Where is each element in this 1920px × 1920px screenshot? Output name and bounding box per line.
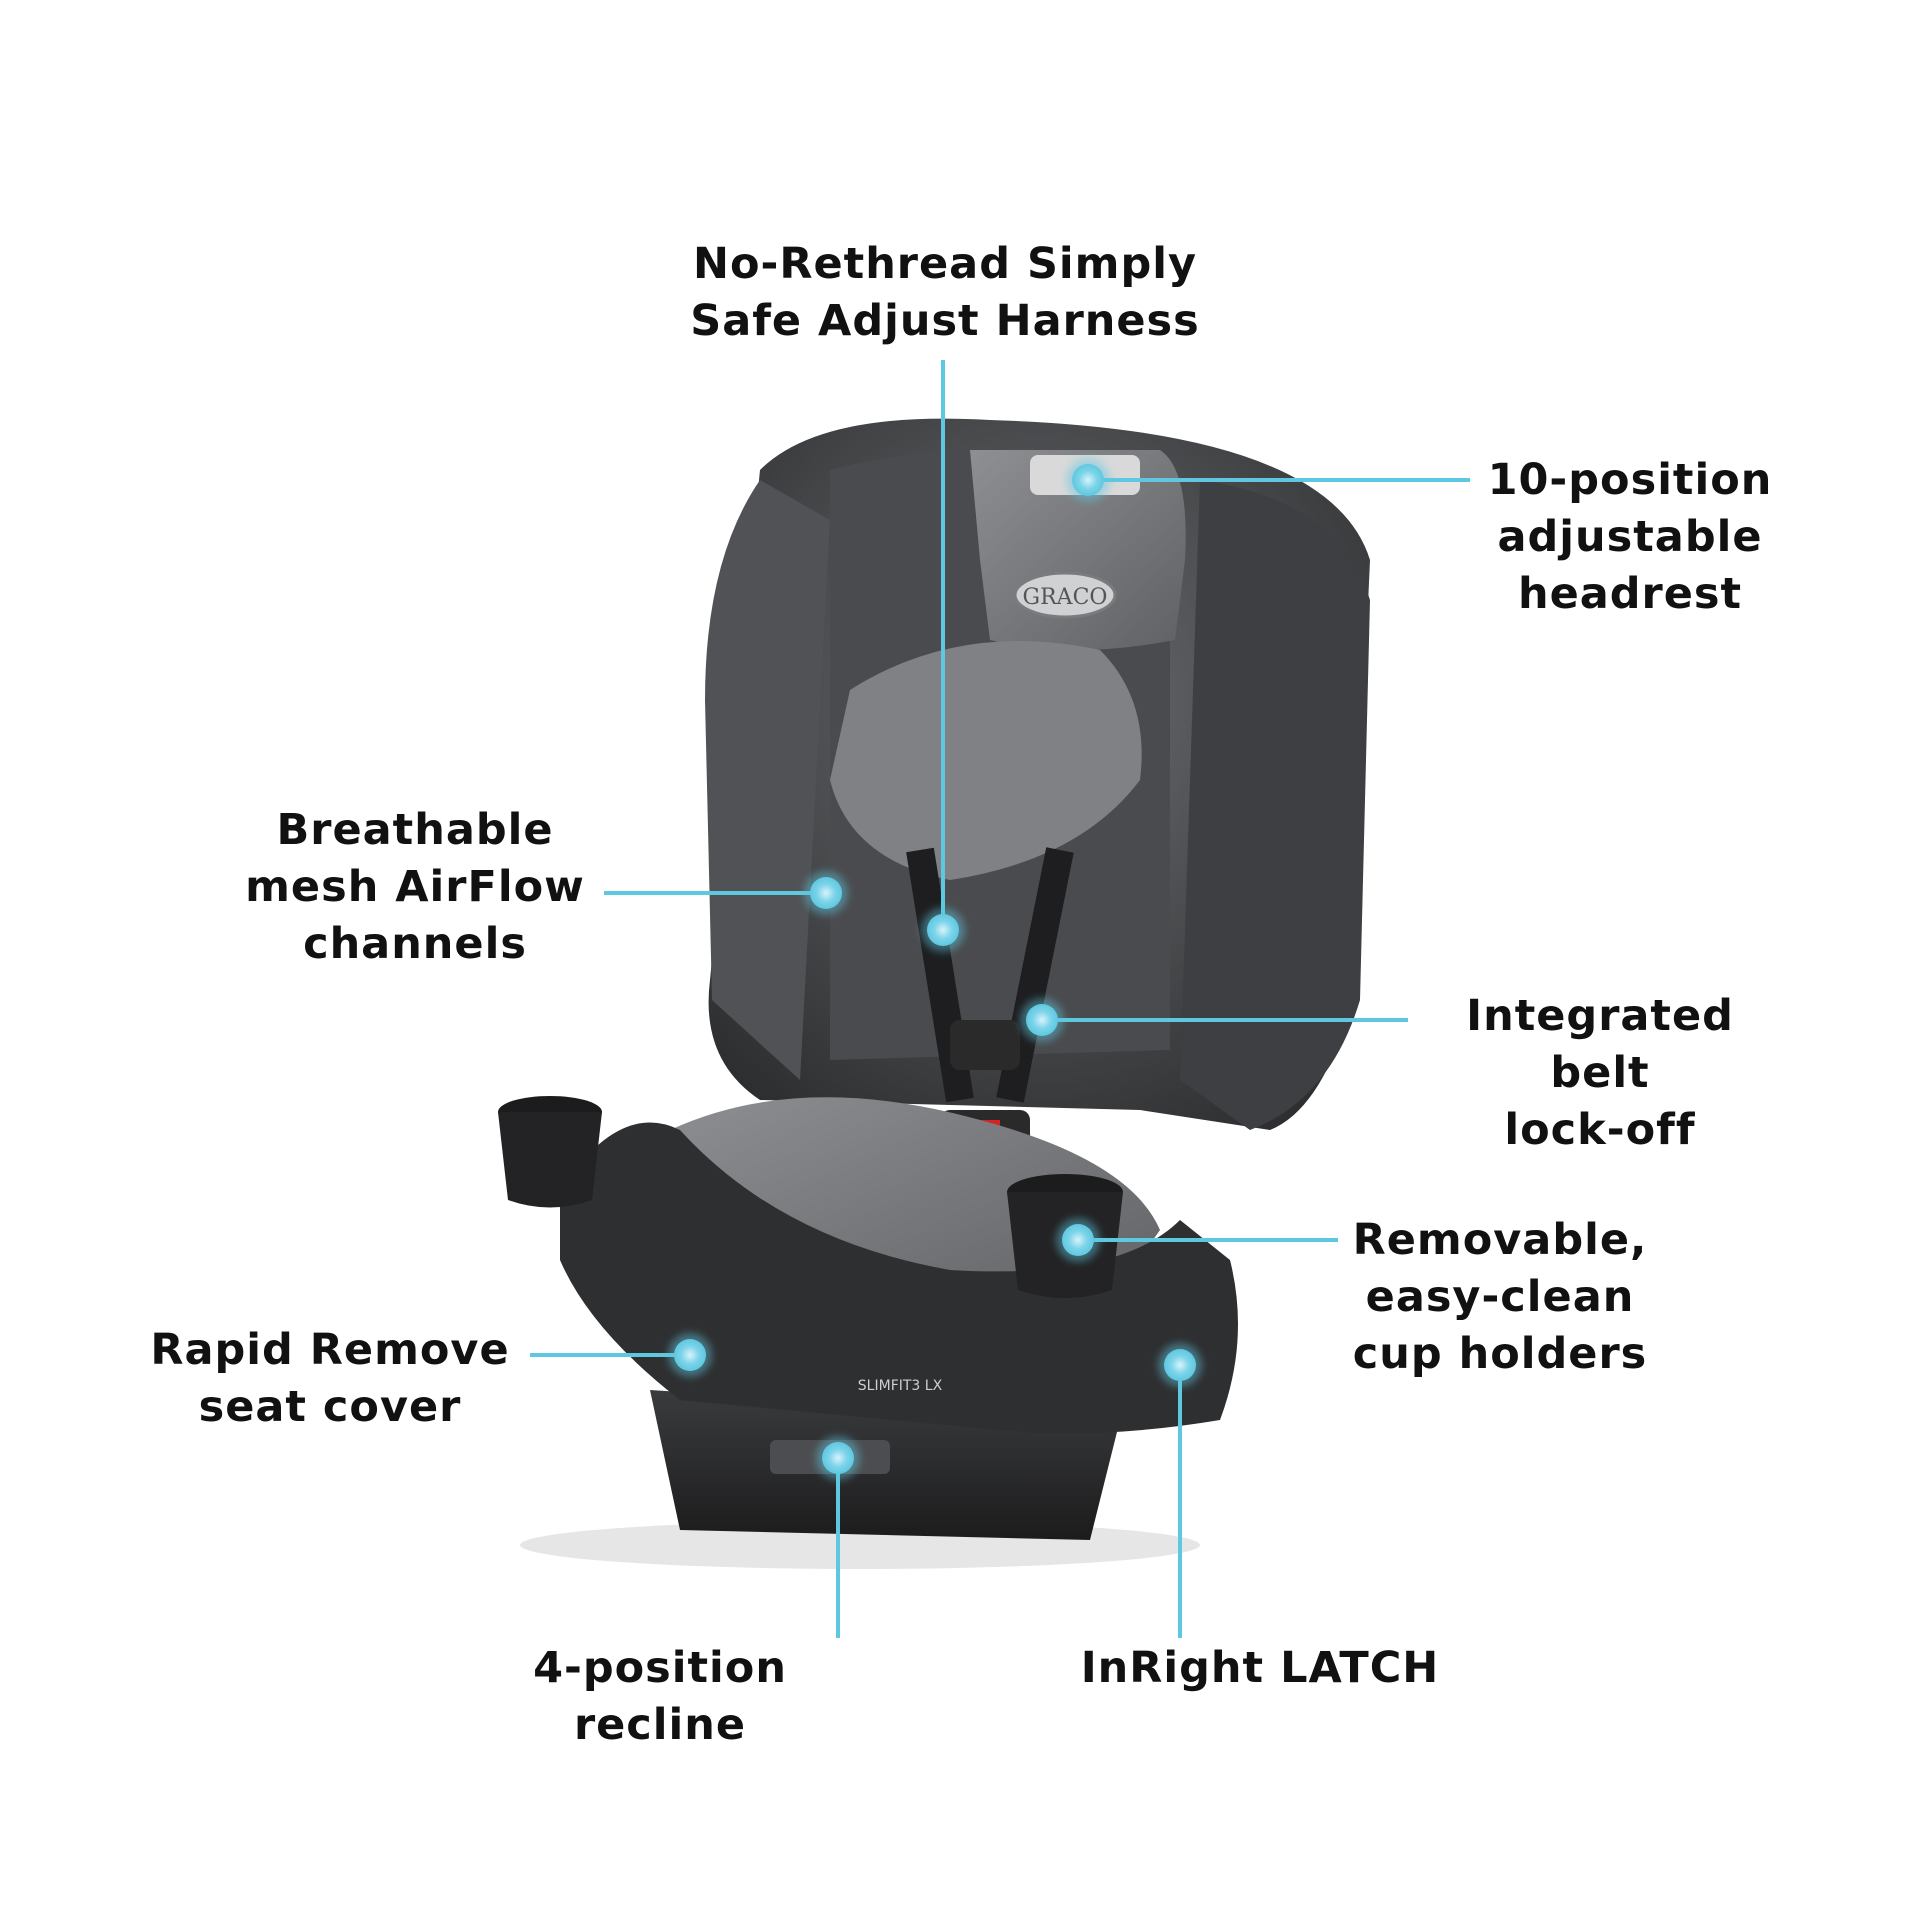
callout-latch-line-1: InRight LATCH — [1080, 1643, 1440, 1693]
callout-dots — [668, 458, 1202, 1480]
seat-left-wing — [705, 480, 830, 1080]
callout-lockoff-line-2: lock-off — [1504, 1105, 1696, 1155]
body-pillow — [830, 641, 1142, 880]
callout-headrest-line-3: headrest — [1517, 569, 1743, 619]
callout-dot-airflow — [804, 871, 848, 915]
callout-lines — [530, 360, 1470, 1638]
callout-cupholders-line-1: Removable, — [1352, 1215, 1648, 1265]
callout-dot-seatcover — [668, 1333, 712, 1377]
callout-seatcover-line-2: seat cover — [198, 1382, 462, 1432]
callout-dot-harness — [921, 908, 965, 952]
callout-dot-recline — [816, 1436, 860, 1480]
callout-harness-line-2: Safe Adjust Harness — [690, 296, 1200, 346]
brand-badge — [1013, 571, 1117, 619]
callout-harness-line-1: No-Rethread Simply — [692, 239, 1198, 289]
callout-cupholders: Removable, easy-clean cup holders — [1340, 1212, 1660, 1383]
callout-recline: 4-position recline — [440, 1640, 880, 1754]
callout-dot-cupholders — [1056, 1218, 1100, 1262]
callout-latch: InRight LATCH — [1080, 1640, 1440, 1697]
callout-seatcover-line-1: Rapid Remove — [150, 1325, 510, 1375]
seat-front-shell — [560, 1122, 1238, 1434]
callout-headrest-line-1: 10-position — [1487, 455, 1773, 505]
callout-harness: No-Rethread Simply Safe Adjust Harness — [640, 236, 1250, 350]
callout-headrest-line-2: adjustable — [1497, 512, 1763, 562]
svg-text:SLIMFIT3 LX: SLIMFIT3 LX — [858, 1378, 943, 1394]
callout-lockoff-line-1: Integrated belt — [1466, 991, 1734, 1098]
callout-recline-line-1: 4-position recline — [533, 1643, 787, 1750]
seat-right-wing — [1180, 480, 1370, 1130]
callout-airflow-line-1: Breathable — [276, 805, 554, 855]
cup-holder-left — [498, 1096, 602, 1208]
callout-airflow-line-2: mesh AirFlow — [245, 862, 585, 912]
callout-dot-lockoff — [1020, 998, 1064, 1042]
callout-cupholders-line-3: cup holders — [1352, 1329, 1648, 1379]
callout-cupholders-line-2: easy-clean — [1365, 1272, 1635, 1322]
callout-headrest: 10-position adjustable headrest — [1470, 452, 1790, 623]
callout-lockoff: Integrated belt lock-off — [1410, 988, 1790, 1159]
callout-airflow: Breathable mesh AirFlow channels — [240, 802, 590, 973]
callout-dot-headrest — [1066, 458, 1110, 502]
svg-text:GRACO: GRACO — [1023, 585, 1108, 610]
callout-seatcover: Rapid Remove seat cover — [150, 1322, 510, 1436]
callout-dot-latch — [1158, 1343, 1202, 1387]
callout-airflow-line-3: channels — [303, 919, 527, 969]
chest-clip — [950, 1020, 1020, 1070]
